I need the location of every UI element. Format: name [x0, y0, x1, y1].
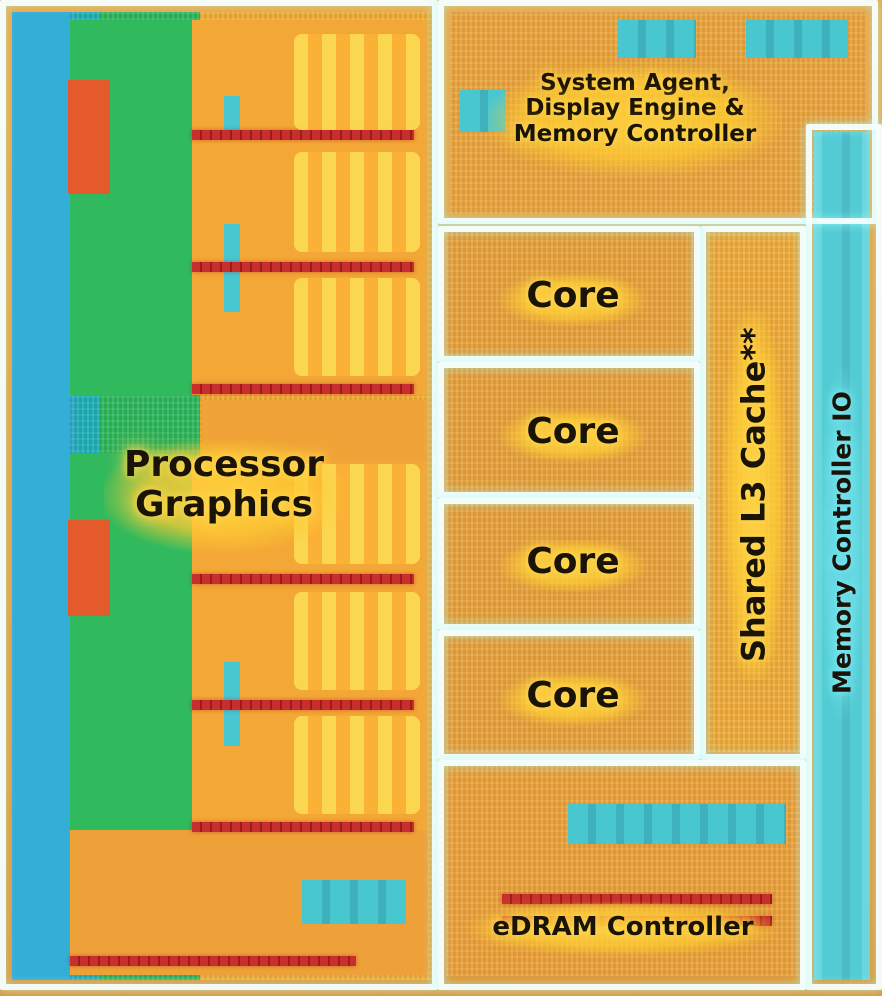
processor-graphics-frame	[0, 0, 438, 990]
core-frame-4	[438, 630, 700, 760]
graphics-red-bar-5	[192, 700, 414, 710]
core-label-1: Core	[500, 274, 646, 326]
core-frame-1	[438, 226, 700, 362]
graphics-cyan-patch-4	[302, 880, 406, 924]
graphics-red-bar-6	[192, 822, 414, 832]
graphics-red-bar-1	[192, 130, 414, 140]
system-agent-label: System Agent, Display Engine & Memory Co…	[488, 66, 782, 176]
graphics-red-block-2	[68, 520, 110, 616]
processor-graphics-label: Processor Graphics	[104, 440, 344, 552]
edram-area	[446, 766, 802, 976]
system-agent-cyan-1	[618, 20, 696, 58]
l3-cache-frame	[700, 226, 806, 760]
graphics-cyan-patch-1	[224, 96, 240, 136]
graphics-red-bar-4	[192, 574, 414, 584]
memory-controller-io-frame	[806, 124, 882, 990]
system-agent-frame	[438, 0, 878, 224]
graphics-cell-strip-2	[294, 152, 420, 252]
graphics-cell-strip-3	[294, 278, 420, 376]
graphics-cell-strip-5	[294, 592, 420, 690]
graphics-cell-strip-1	[294, 34, 420, 130]
core-frame-3	[438, 498, 700, 630]
edram-blue-block	[568, 804, 786, 844]
core-label-4: Core	[500, 674, 646, 726]
edram-red-row-1	[502, 894, 772, 904]
core-label-2: Core	[500, 410, 646, 462]
graphics-cell-strip-6	[294, 716, 420, 814]
graphics-red-bar-3	[192, 384, 414, 394]
edram-controller-label: eDRAM Controller	[470, 902, 776, 956]
system-agent-cyan-2	[746, 20, 848, 58]
graphics-cyan-column	[12, 12, 70, 980]
memory-controller-io-label: Memory Controller IO	[818, 368, 866, 718]
graphics-red-bar-7	[70, 956, 356, 966]
edram-controller-frame	[438, 760, 806, 990]
core-label-3: Core	[500, 540, 646, 592]
core-frame-2	[438, 362, 700, 498]
shared-l3-cache-label: Shared L3 Cache**	[722, 310, 786, 680]
graphics-red-bar-2	[192, 262, 414, 272]
graphics-red-block-1	[68, 80, 110, 194]
